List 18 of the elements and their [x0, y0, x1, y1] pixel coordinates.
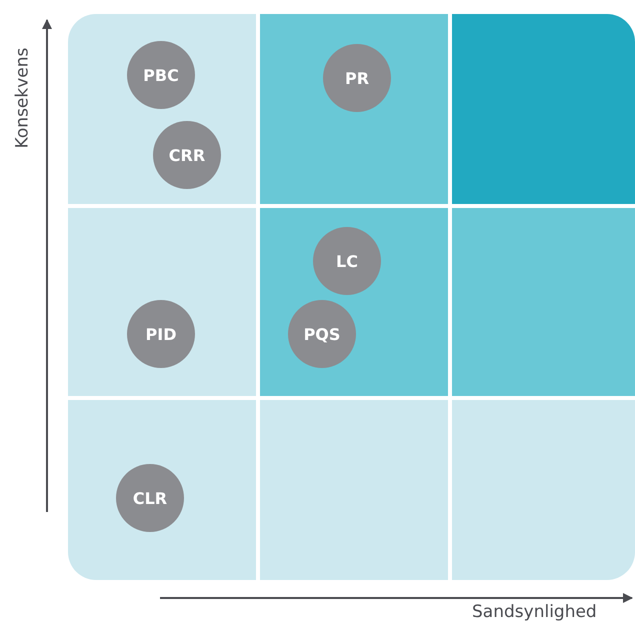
axis-label: Sandsynlighed [472, 602, 597, 622]
quadrant-cell [68, 400, 256, 580]
quadrant-cell [68, 14, 256, 204]
axis-label: Konsekvens [12, 48, 32, 148]
risk-circle: PID [127, 300, 195, 368]
quadrant-cell [452, 400, 635, 580]
risk-circle: CLR [116, 464, 184, 532]
quadrant-cell [452, 208, 635, 396]
quadrant-cell [452, 14, 635, 204]
risk-circle: LC [313, 227, 381, 295]
quadrant-cell [260, 400, 448, 580]
quadrant-cell [260, 14, 448, 204]
risk-circle: PBC [127, 41, 195, 109]
risk-circle: PR [323, 44, 391, 112]
quadrant-cell [260, 208, 448, 396]
risk-circle: CRR [153, 121, 221, 189]
risk-circle: PQS [288, 300, 356, 368]
quadrant-cell [68, 208, 256, 396]
